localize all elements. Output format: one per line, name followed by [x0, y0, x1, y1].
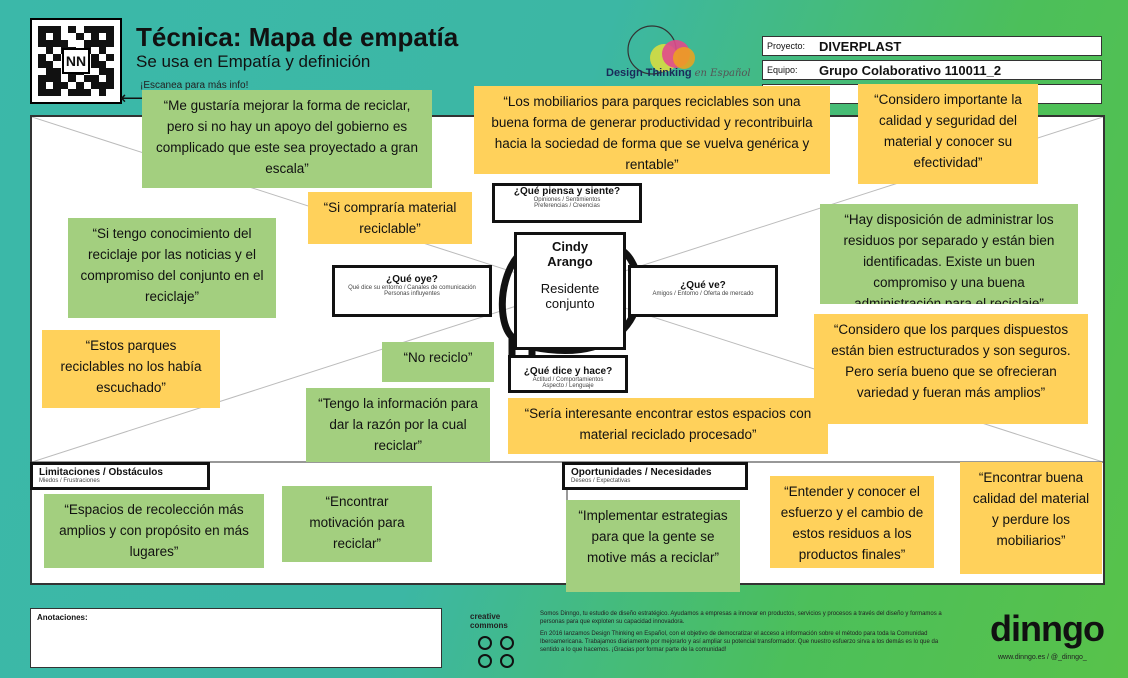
- qr-code[interactable]: NN: [30, 18, 122, 104]
- annotations-field[interactable]: Anotaciones:: [30, 608, 442, 668]
- scan-hint: ¡Escanea para más info!: [140, 80, 249, 91]
- persona-role: Residente conjunto: [540, 281, 600, 311]
- note-sticky[interactable]: “Si compraría material reciclable”: [308, 192, 472, 244]
- note-sticky[interactable]: “Encontrar motivación para reciclar”: [282, 486, 432, 562]
- nc-icon: [500, 636, 514, 650]
- note-sticky[interactable]: “Si tengo conocimiento del reciclaje por…: [68, 218, 276, 318]
- note-sticky[interactable]: “Considero que los parques dispuestos es…: [814, 314, 1088, 424]
- note-sticky[interactable]: “Encontrar buena calidad del material y …: [960, 462, 1102, 574]
- dinngo-logo: dinngo: [990, 608, 1105, 649]
- section-limitaciones: Limitaciones / Obstáculos Miedos / Frust…: [30, 462, 210, 490]
- note-sticky[interactable]: “Los mobiliarios para parques reciclable…: [474, 86, 830, 174]
- arrow-left-icon: ⟵: [120, 88, 146, 108]
- design-thinking-logo-icon: [627, 25, 695, 75]
- logo-text: Design Thinking en Español: [606, 67, 751, 79]
- persona-name: Cindy Arango: [547, 239, 593, 269]
- note-sticky[interactable]: “Estos parques reciclables no los había …: [42, 330, 220, 408]
- quadrant-ve: ¿Qué ve? Amigos / Entorno / Oferta de me…: [628, 265, 778, 317]
- nd-icon: [500, 654, 514, 668]
- quadrant-dice: ¿Qué dice y hace? Actitud / Comportamien…: [508, 355, 628, 393]
- page-subtitle: Se usa en Empatía y definición: [136, 52, 371, 71]
- brand-url[interactable]: www.dinngo.es / @_dinngo_: [998, 654, 1087, 661]
- persona-card: Cindy Arango Residente conjunto: [514, 232, 626, 350]
- note-sticky[interactable]: “Espacios de recolección más amplios y c…: [44, 494, 264, 568]
- by-icon: [478, 636, 492, 650]
- sa-icon: [478, 654, 492, 668]
- proyecto-value: DIVERPLAST: [819, 38, 902, 54]
- note-sticky[interactable]: “Hay disposición de administrar los resi…: [820, 204, 1078, 304]
- about-text: Somos Dinngo, tu estudio de diseño estra…: [540, 611, 942, 654]
- quadrant-oye: ¿Qué oye? Qué dice su entorno / Canales …: [332, 265, 492, 317]
- equipo-value: Grupo Colaborativo 110011_2: [819, 62, 1002, 78]
- note-sticky[interactable]: “Considero importante la calidad y segur…: [858, 84, 1038, 184]
- note-sticky[interactable]: “Entender y conocer el esfuerzo y el cam…: [770, 476, 934, 568]
- note-sticky[interactable]: “Me gustaría mejorar la forma de recicla…: [142, 90, 432, 188]
- license-icons: [478, 636, 518, 668]
- equipo-field[interactable]: Equipo: Grupo Colaborativo 110011_2: [762, 60, 1102, 80]
- note-sticky[interactable]: “Tengo la información para dar la razón …: [306, 388, 490, 462]
- section-oportunidades: Oportunidades / Necesidades Deseos / Exp…: [562, 462, 748, 490]
- note-sticky[interactable]: “Implementar estrategias para que la gen…: [566, 500, 740, 592]
- qr-logo: NN: [62, 48, 90, 74]
- creative-commons-badge: creative commons: [470, 612, 530, 668]
- quadrant-piensa: ¿Qué piensa y siente? Opiniones / Sentim…: [492, 183, 642, 223]
- proyecto-field[interactable]: Proyecto: DIVERPLAST: [762, 36, 1102, 56]
- cc-icon: creative commons: [470, 612, 508, 630]
- note-sticky[interactable]: “Sería interesante encontrar estos espac…: [508, 398, 828, 454]
- note-sticky[interactable]: “No reciclo”: [382, 342, 494, 382]
- page-title: Técnica: Mapa de empatía: [136, 22, 459, 52]
